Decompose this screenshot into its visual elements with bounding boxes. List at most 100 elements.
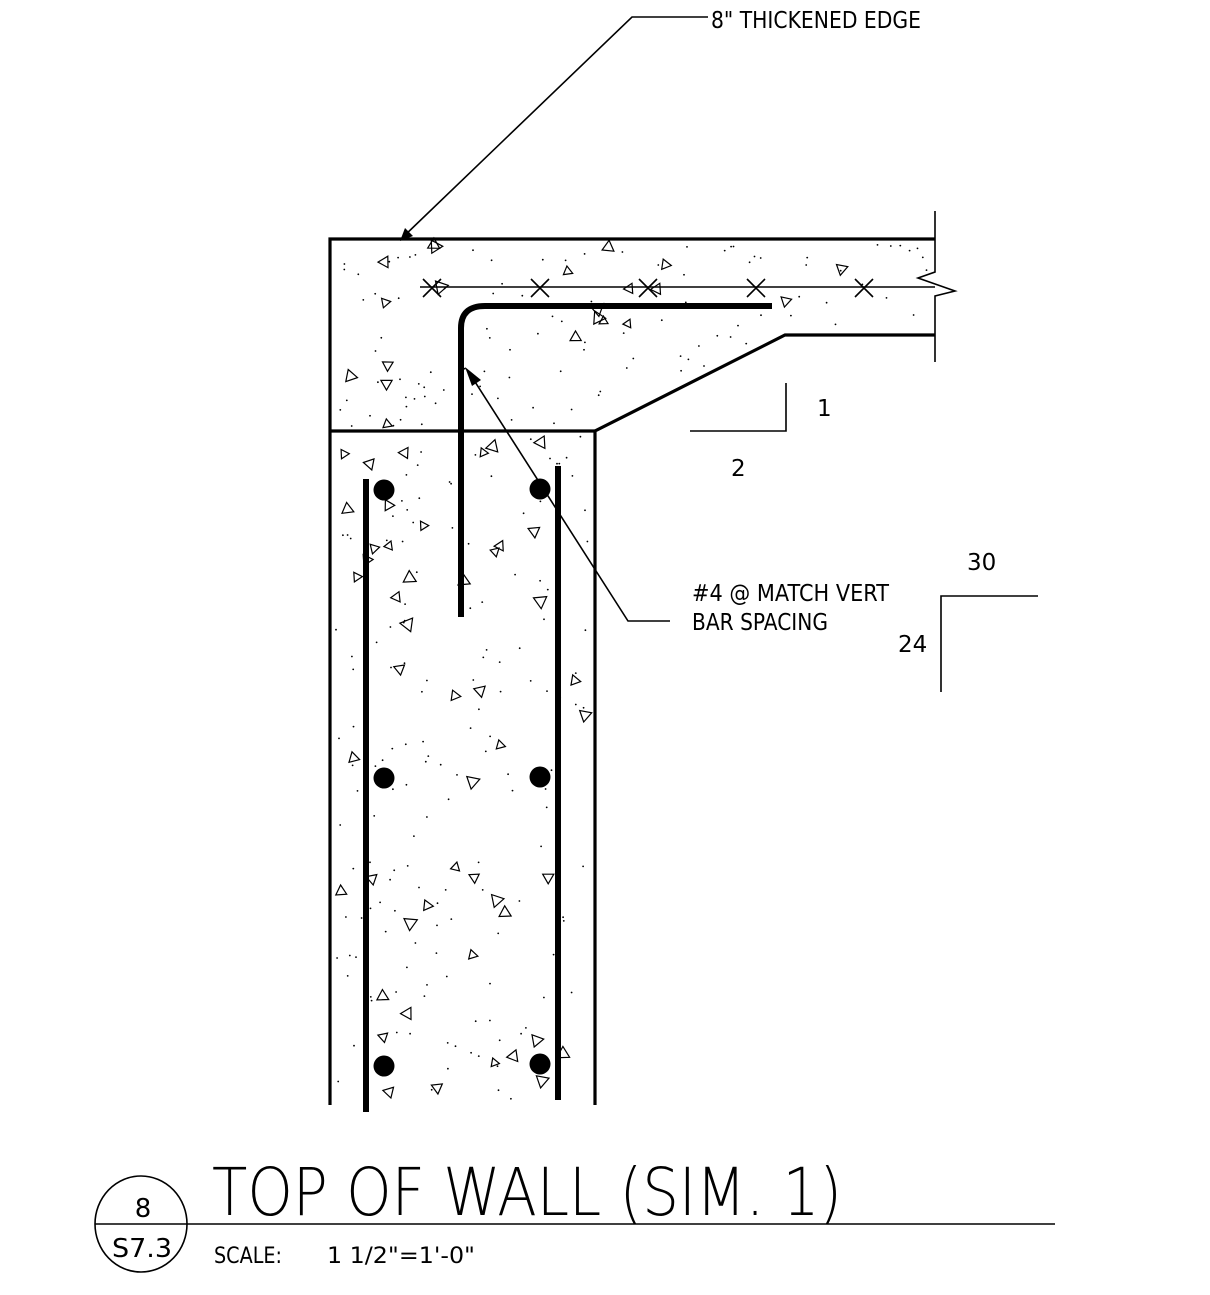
- stipple-dot: [760, 314, 762, 317]
- stipple-dot: [489, 735, 491, 738]
- aggregate-mark: [392, 664, 406, 677]
- stipple-dot: [483, 370, 486, 373]
- stipple-dot: [446, 1042, 449, 1044]
- stipple-dot: [486, 327, 488, 330]
- stipple-dot: [373, 815, 376, 817]
- stipple-dot: [474, 454, 477, 456]
- stipple-dot: [422, 740, 424, 743]
- aggregate-mark: [622, 282, 634, 295]
- aggregate-mark: [593, 309, 607, 326]
- stipple-dot: [394, 909, 396, 912]
- stipple-dot: [625, 367, 628, 369]
- aggregate-mark: [649, 282, 662, 296]
- aggregate-mark: [422, 898, 435, 912]
- stipple-dot: [401, 500, 403, 502]
- stipple-dot: [369, 414, 371, 417]
- aggregate-mark: [362, 457, 375, 472]
- stipple-dot: [434, 402, 437, 405]
- aggregate-mark: [562, 264, 574, 276]
- aggregate-mark: [384, 498, 396, 512]
- stipple-dot: [541, 258, 544, 261]
- stipple-dot: [562, 916, 564, 919]
- aggregate-mark: [403, 917, 419, 932]
- stipple-dot: [548, 1062, 551, 1065]
- stipple-dot: [489, 1019, 491, 1022]
- stipple-dot: [369, 907, 372, 910]
- stipple-dot: [350, 425, 353, 427]
- stipple-dot: [409, 1032, 411, 1035]
- stipple-dot: [352, 725, 355, 728]
- stipple-dot: [469, 727, 472, 729]
- aggregate-mark: [362, 553, 375, 567]
- aggregate-mark: [419, 520, 430, 532]
- stipple-dot: [501, 282, 503, 285]
- stipple-dot: [418, 886, 420, 889]
- stipple-dot: [496, 1065, 499, 1068]
- stipple-dot: [397, 256, 399, 259]
- aggregate-mark: [465, 775, 481, 791]
- aggregate-mark: [340, 448, 351, 460]
- stipple-dot: [403, 662, 406, 665]
- stipple-dot: [412, 521, 415, 524]
- stipple-dot: [510, 1097, 512, 1100]
- stipple-dot: [426, 984, 428, 986]
- stipple-dot: [499, 690, 502, 693]
- stipple-dot: [406, 509, 409, 511]
- stipple-dot: [374, 765, 377, 767]
- stipple-dot: [549, 457, 551, 460]
- stipple-dot: [424, 760, 427, 763]
- stipple-dot: [488, 337, 491, 339]
- stipple-dot: [546, 588, 549, 591]
- stipple-dot: [392, 515, 394, 517]
- aggregate-mark: [555, 1045, 571, 1059]
- aggregate-mark: [578, 709, 593, 724]
- stipple-dot: [389, 626, 392, 628]
- stipple-dot: [529, 438, 532, 441]
- aggregate-mark: [380, 297, 392, 309]
- stipple-dot: [385, 539, 388, 542]
- stipple-dot: [401, 540, 404, 543]
- stipple-dot: [597, 394, 600, 397]
- rebar-leader: [465, 367, 670, 622]
- stipple-dot: [342, 534, 344, 537]
- aggregate-mark: [376, 255, 389, 269]
- stipple-dot: [570, 408, 573, 411]
- stipple-dot: [395, 991, 397, 993]
- aggregate-mark: [449, 860, 461, 872]
- stipple-dot: [825, 301, 828, 304]
- stipple-dot: [723, 249, 726, 252]
- stipple-dot: [753, 255, 756, 258]
- aggregate-mark: [492, 539, 504, 552]
- stipple-dot: [450, 918, 453, 920]
- stipple-dot: [388, 260, 391, 263]
- stipple-dot: [469, 607, 472, 610]
- stipple-dot: [435, 952, 438, 954]
- stipple-dot: [418, 497, 421, 500]
- stipple-dot: [417, 383, 420, 385]
- stipple-dot: [404, 603, 406, 605]
- stipple-dot: [445, 975, 448, 978]
- stipple-dot: [521, 294, 524, 297]
- detail-title: TOP OF WALL (SIM. 1): [212, 1154, 842, 1231]
- aggregate-mark: [621, 318, 632, 329]
- stipple-dot: [470, 1051, 472, 1054]
- aggregate-mark: [532, 434, 546, 450]
- stipple-dot: [729, 336, 732, 338]
- stipple-dot: [540, 782, 542, 785]
- stipple-dot: [790, 314, 792, 317]
- stipple-dot: [510, 419, 513, 421]
- aggregate-mark: [450, 689, 462, 702]
- stipple-dot: [726, 306, 729, 309]
- stipple-dot: [730, 245, 732, 248]
- stipple-dot: [540, 845, 542, 848]
- stipple-dot: [420, 451, 422, 453]
- stipple-dot: [584, 509, 586, 512]
- stipple-dot: [442, 389, 445, 391]
- stipple-dot: [369, 861, 371, 864]
- stipple-dot: [544, 788, 547, 790]
- stipple-dot: [683, 273, 685, 276]
- stipple-dot: [622, 332, 625, 334]
- stipple-dot: [482, 656, 485, 659]
- aggregate-mark: [479, 446, 490, 458]
- rebar-callout-line1: #4 @ MATCH VERT: [692, 581, 890, 607]
